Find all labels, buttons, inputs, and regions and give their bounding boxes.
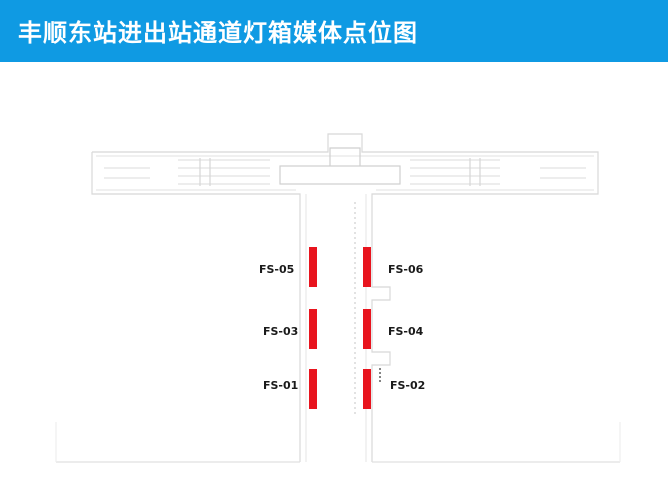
label-fs-01: FS-01	[263, 379, 299, 392]
page-title: 丰顺东站进出站通道灯箱媒体点位图	[18, 19, 418, 47]
header-bar: 丰顺东站进出站通道灯箱媒体点位图	[0, 0, 668, 62]
floor-plan: FS-05 FS-06 FS-03 FS-04 FS-01 FS-02	[0, 62, 668, 488]
label-fs-05: FS-05	[259, 263, 295, 276]
label-fs-02: FS-02	[390, 379, 426, 392]
lightbox-fs-05	[309, 247, 317, 287]
lightbox-fs-03	[309, 309, 317, 349]
label-fs-06: FS-06	[388, 263, 424, 276]
label-fs-03: FS-03	[263, 325, 299, 338]
lightbox-fs-01	[309, 369, 317, 409]
floor-plan-drawing	[55, 133, 621, 463]
lightbox-fs-04	[363, 309, 371, 349]
lightbox-fs-02	[363, 369, 371, 409]
lightbox-fs-06	[363, 247, 371, 287]
label-fs-04: FS-04	[388, 325, 424, 338]
